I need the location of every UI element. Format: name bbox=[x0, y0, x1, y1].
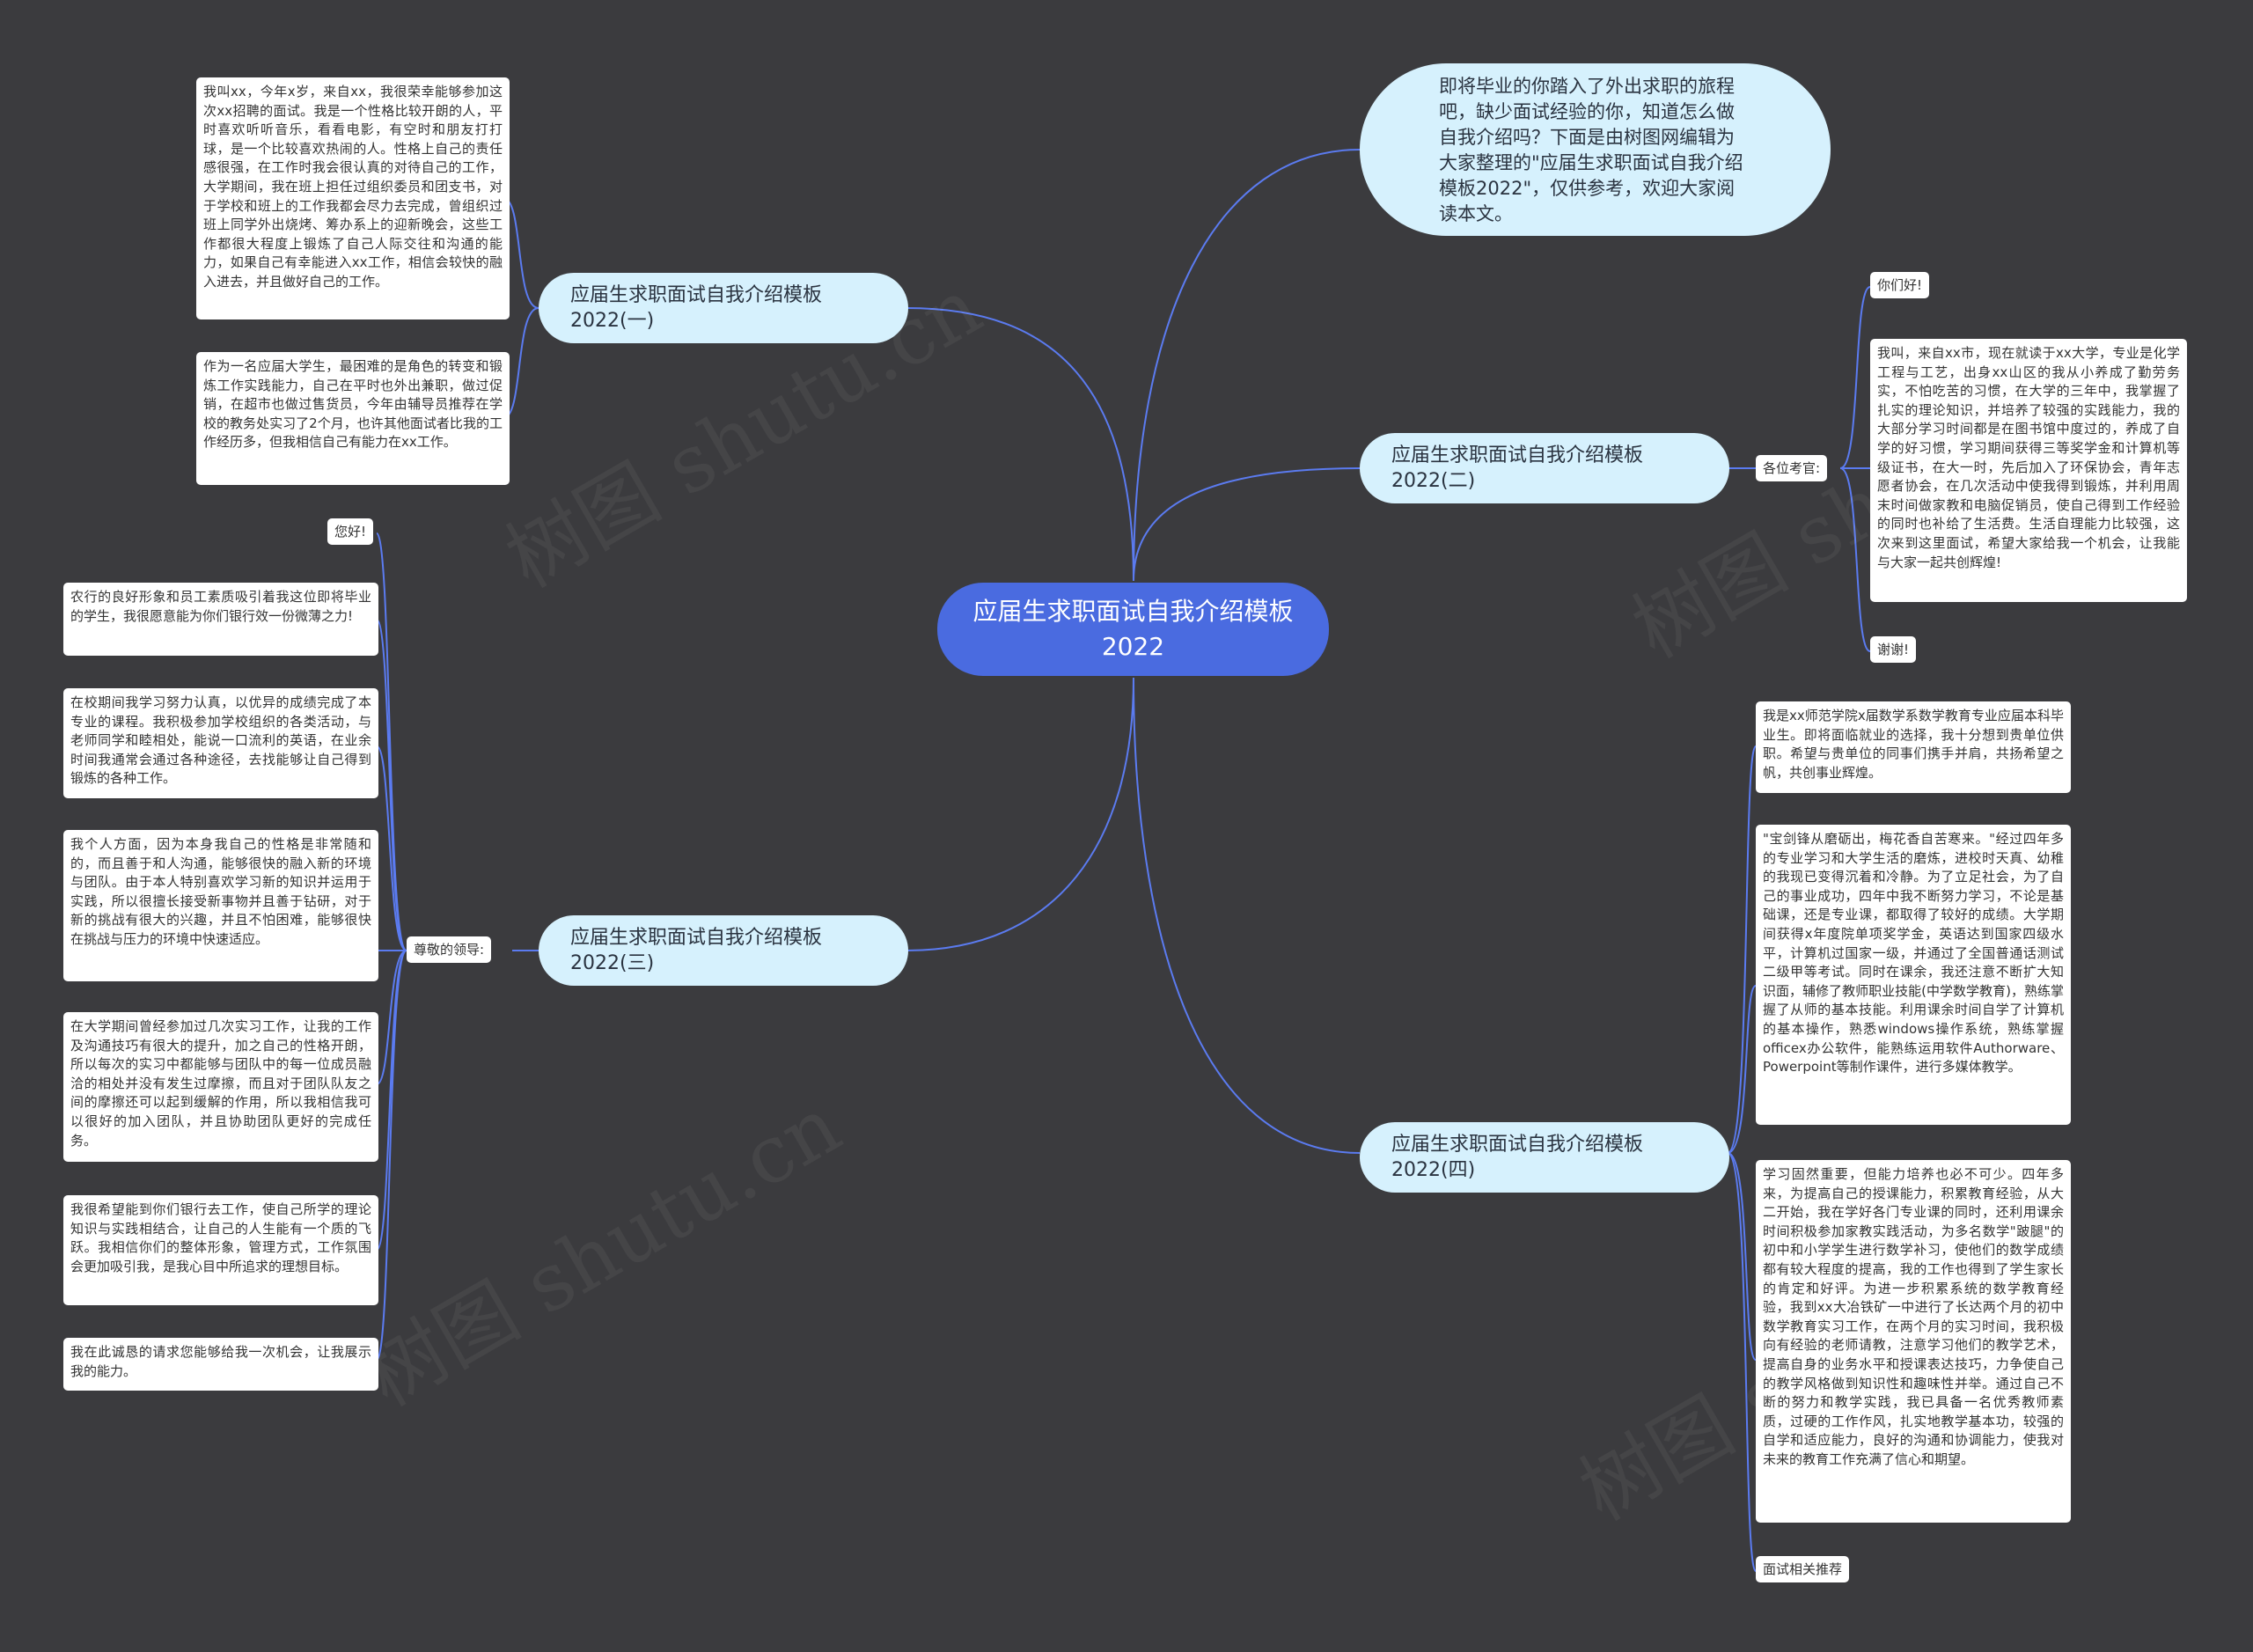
leaf-b1-2[interactable]: 作为一名应届大学生，最困难的是角色的转变和锻炼工作实践能力，自己在平时也外出兼职… bbox=[196, 352, 510, 485]
leaf-b2-1[interactable]: 你们好! bbox=[1870, 272, 1930, 298]
link-b2-leaves bbox=[1839, 286, 1871, 652]
branch-3[interactable]: 应届生求职面试自我介绍模板2022(三) bbox=[539, 915, 908, 986]
branch-4[interactable]: 应届生求职面试自我介绍模板2022(四) bbox=[1360, 1122, 1729, 1193]
sub-b2[interactable]: 各位考官: bbox=[1756, 455, 1828, 481]
leaf-b3-3[interactable]: 在校期间我学习努力认真，以优异的成绩完成了本专业的课程。我积极参加学校组织的各类… bbox=[63, 688, 378, 798]
leaf-b2-3[interactable]: 谢谢! bbox=[1870, 636, 1917, 663]
link-b4-leaves bbox=[1727, 745, 1757, 1572]
leaf-b1-1[interactable]: 我叫xx，今年x岁，来自xx，我很荣幸能够参加这次xx招聘的面试。我是一个性格比… bbox=[196, 77, 510, 319]
leaf-b4-4[interactable]: 面试相关推荐 bbox=[1756, 1556, 1850, 1582]
leaf-b3-4[interactable]: 我个人方面，因为本身我自己的性格是非常随和的，而且善于和人沟通，能够很快的融入新… bbox=[63, 830, 378, 981]
leaf-b3-6[interactable]: 我很希望能到你们银行去工作，使自己所学的理论知识与实践相结合，让自己的人生能有一… bbox=[63, 1195, 378, 1305]
central-topic[interactable]: 应届生求职面试自我介绍模板2022 bbox=[937, 583, 1329, 676]
branch-2[interactable]: 应届生求职面试自我介绍模板2022(二) bbox=[1360, 433, 1729, 503]
leaf-b4-1[interactable]: 我是xx师范学院x届数学系数学教育专业应届本科毕业生。即将面临就业的选择，我十分… bbox=[1756, 701, 2071, 793]
leaf-b3-5[interactable]: 在大学期间曾经参加过几次实习工作，让我的工作及沟通技巧有很大的提升，加之自己的性… bbox=[63, 1012, 378, 1162]
leaf-b3-7[interactable]: 我在此诚恳的请求您能够给我一次机会，让我展示我的能力。 bbox=[63, 1338, 378, 1391]
leaf-b3-2[interactable]: 农行的良好形象和员工素质吸引着我这位即将毕业的学生，我很愿意能为你们银行效一份微… bbox=[63, 583, 378, 656]
leaf-b2-2[interactable]: 我叫，来自xx市，现在就读于xx大学，专业是化学工程与工艺，出身xx山区的我从小… bbox=[1870, 339, 2187, 602]
link-central-b1 bbox=[906, 307, 1134, 582]
link-central-b3 bbox=[906, 677, 1134, 951]
intro-node[interactable]: 即将毕业的你踏入了外出求职的旅程吧，缺少面试经验的你，知道怎么做自我介绍吗？下面… bbox=[1360, 63, 1831, 236]
leaf-b3-1[interactable]: 您好! bbox=[327, 518, 374, 545]
leaf-b4-3[interactable]: 学习固然重要，但能力培养也必不可少。四年多来，为提高自己的授课能力，积累教育经验… bbox=[1756, 1160, 2071, 1523]
link-b3-leaves bbox=[376, 532, 407, 1361]
branch-1[interactable]: 应届生求职面试自我介绍模板2022(一) bbox=[539, 273, 908, 343]
link-central-b2 bbox=[1133, 467, 1361, 582]
leaf-b4-2[interactable]: "宝剑锋从磨砺出，梅花香自苦寒来。"经过四年多的专业学习和大学生活的磨炼，进校时… bbox=[1756, 825, 2071, 1125]
link-central-b4 bbox=[1133, 677, 1361, 1154]
sub-b3[interactable]: 尊敬的领导: bbox=[407, 936, 492, 963]
link-central-intro bbox=[1133, 149, 1361, 582]
